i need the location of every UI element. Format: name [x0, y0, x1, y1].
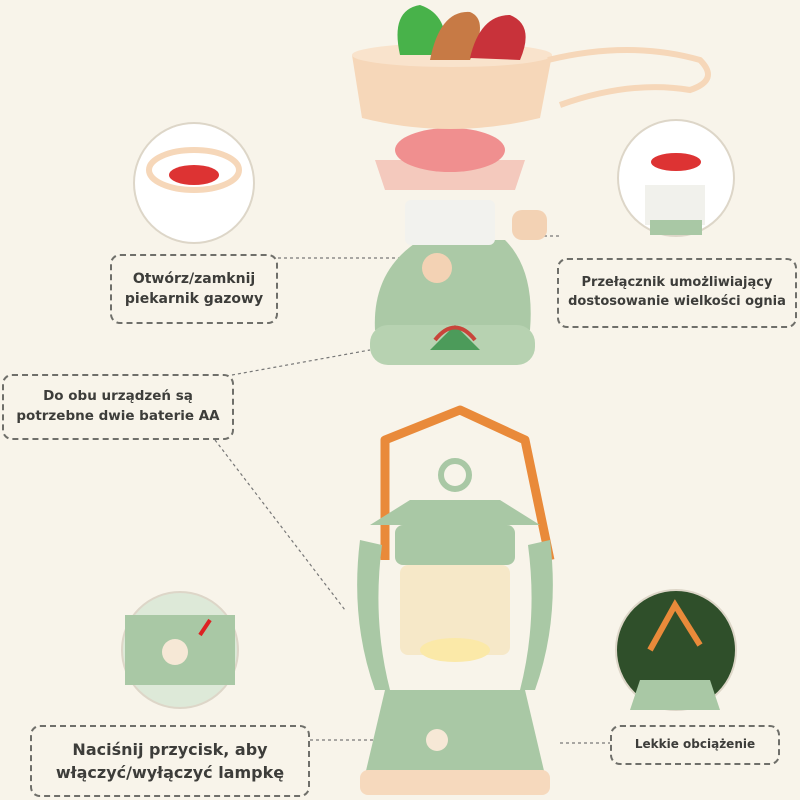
- callout-light-weight: Lekkie obciążenie: [610, 725, 780, 765]
- detail-circle-carry: [615, 589, 737, 711]
- detail-circle-burner: [133, 122, 255, 244]
- callout-weight-text: Lekkie obciążenie: [634, 737, 756, 752]
- callout-oven-text: Otwórz/zamknij piekarnik gazowy: [124, 270, 264, 307]
- gas-stove-toy: [352, 5, 711, 365]
- detail-circle-knob: [617, 119, 735, 237]
- callout-batteries: Do obu urządzeń są potrzebne dwie bateri…: [2, 374, 234, 440]
- callout-button-text: Naciśnij przycisk, aby włączyć/wyłączyć …: [55, 739, 285, 782]
- lantern-toy: [357, 405, 555, 795]
- callout-oven-toggle: Otwórz/zamknij piekarnik gazowy: [110, 254, 278, 324]
- callout-batteries-text: Do obu urządzeń są potrzebne dwie bateri…: [16, 388, 220, 424]
- detail-circle-button: [121, 591, 239, 709]
- callout-power-button: Naciśnij przycisk, aby włączyć/wyłączyć …: [30, 725, 310, 797]
- callout-flame-switch: Przełącznik umożliwiający dostosowanie w…: [557, 258, 797, 328]
- callout-flame-text: Przełącznik umożliwiający dostosowanie w…: [568, 275, 786, 309]
